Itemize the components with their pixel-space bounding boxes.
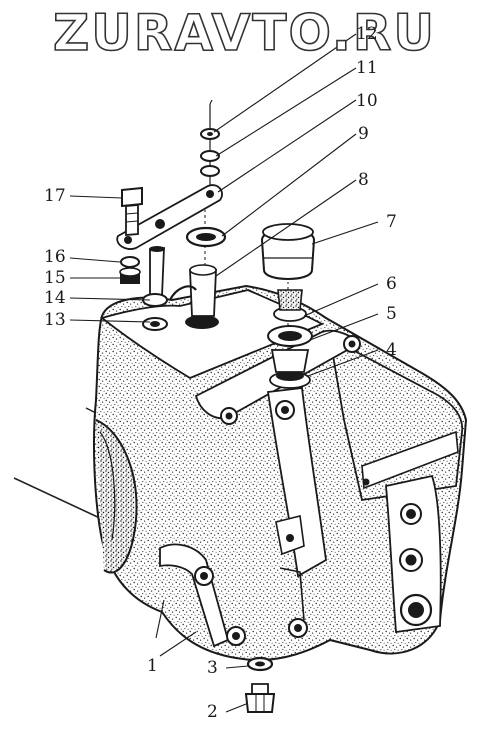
callout-17: 17 — [44, 186, 66, 206]
lower-linkage — [159, 543, 230, 648]
nut-washer-pair — [119, 256, 141, 284]
bolt-17 — [121, 186, 143, 236]
callout-1: 1 — [147, 656, 158, 676]
callout-12: 12 — [356, 24, 378, 44]
lock-plate — [116, 184, 223, 250]
callout-2: 2 — [207, 702, 218, 722]
callout-8: 8 — [358, 170, 369, 190]
callout-3: 3 — [207, 658, 218, 678]
callout-16: 16 — [44, 247, 66, 267]
drain-plug — [244, 656, 276, 713]
callout-9: 9 — [358, 124, 369, 144]
watermark-text: ZURAVTO.RU — [52, 3, 436, 63]
callout-10: 10 — [356, 91, 378, 111]
callout-7: 7 — [386, 212, 397, 232]
shaft-line — [13, 477, 105, 521]
valve-stack — [260, 223, 316, 389]
callout-13: 13 — [44, 310, 66, 330]
callout-6: 6 — [386, 274, 397, 294]
callout-4: 4 — [386, 340, 397, 360]
housing-boss-left — [95, 419, 138, 574]
callout-5: 5 — [386, 304, 397, 324]
pillar-bolts — [399, 503, 433, 627]
leader-lines — [69, 33, 379, 713]
callout-15: 15 — [44, 268, 66, 288]
sleeve-stack — [185, 210, 227, 329]
stud-and-washer — [142, 246, 197, 331]
top-washers — [200, 104, 220, 186]
callout-11: 11 — [356, 58, 378, 78]
callout-14: 14 — [44, 288, 66, 308]
lever-arm — [266, 387, 327, 578]
